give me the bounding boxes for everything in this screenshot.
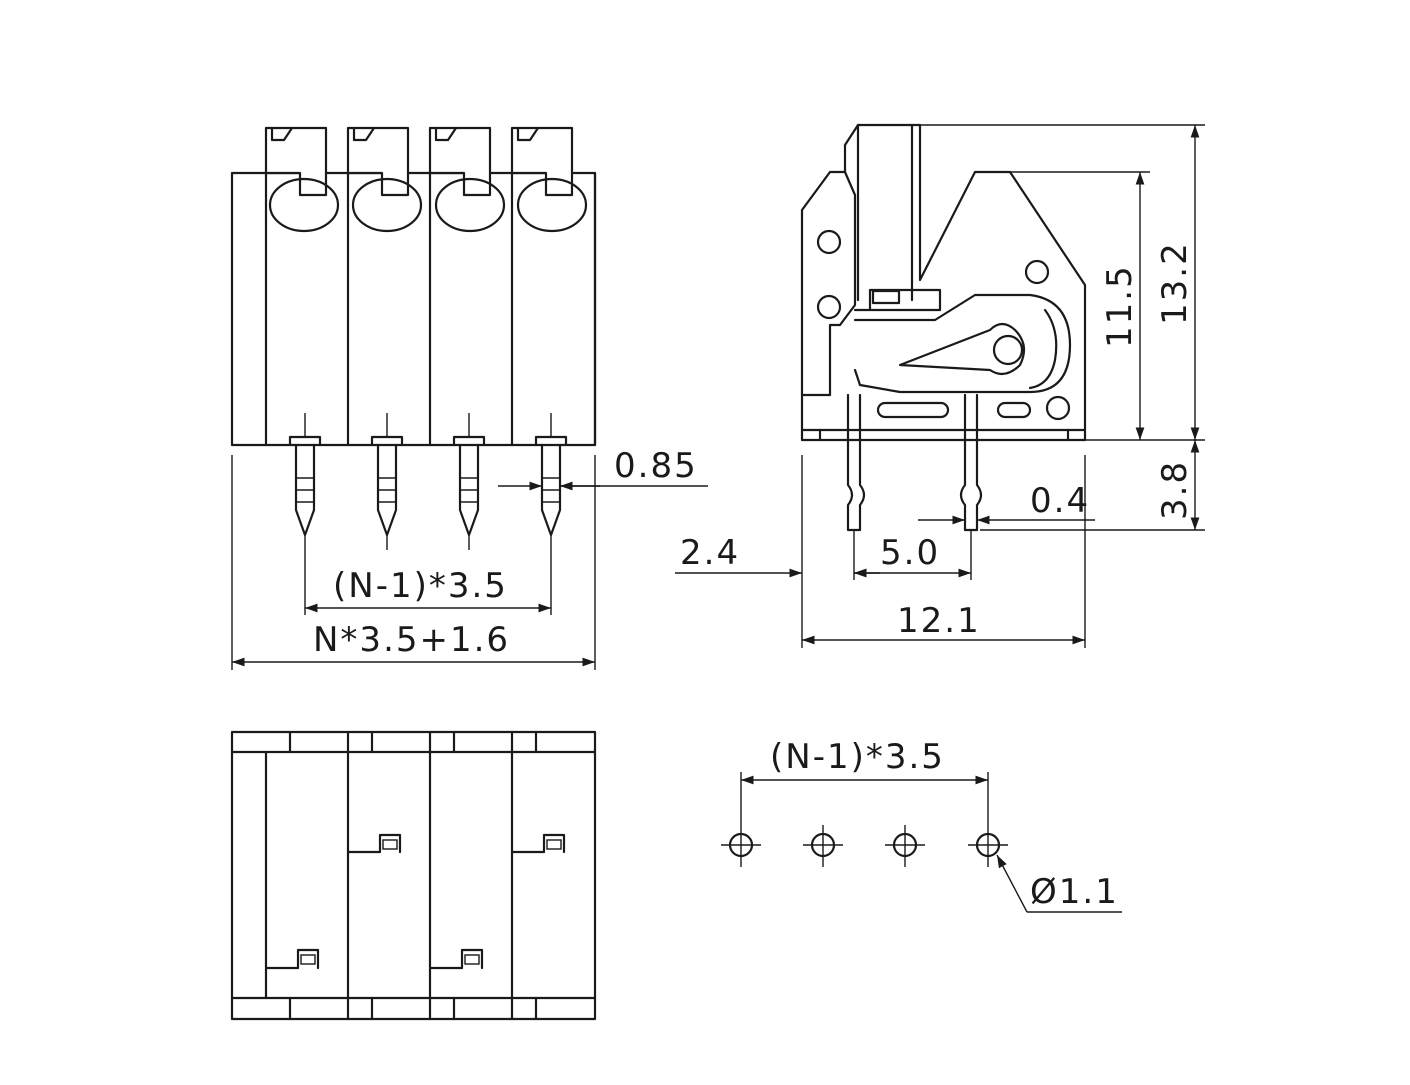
pcb-holes xyxy=(721,825,1008,867)
side-pins xyxy=(846,393,983,580)
pin-length-label: 3.8 xyxy=(1155,460,1195,520)
dim-total-height: 13.2 xyxy=(920,124,1205,441)
hole-diameter-label: Ø1.1 xyxy=(1030,872,1119,912)
overall-width-label: N*3.5+1.6 xyxy=(313,620,510,660)
pcb-layout: (N-1)*3.5 Ø1.1 xyxy=(721,737,1122,913)
front-view: 0.85 (N-1)*3.5 N*3.5+1.6 xyxy=(230,126,708,670)
dim-pin-thickness: 0.4 xyxy=(918,481,1095,525)
dim-depth: 12.1 xyxy=(802,601,1085,645)
dim-front-pitch: (N-1)*3.5 xyxy=(304,550,552,615)
front-offset-label: 2.4 xyxy=(680,533,740,573)
dim-pcb-pitch: (N-1)*3.5 xyxy=(740,737,989,825)
dim-pin-width: 0.85 xyxy=(498,446,708,491)
side-view: 13.2 11.5 3.8 0.4 2.4 5.0 xyxy=(675,123,1205,648)
dim-pin-offsets: 2.4 5.0 xyxy=(675,455,1086,648)
depth-label: 12.1 xyxy=(897,601,981,641)
pin-spacing-label: 5.0 xyxy=(880,533,940,573)
front-pitch-label: (N-1)*3.5 xyxy=(333,566,508,606)
pcb-pitch-label: (N-1)*3.5 xyxy=(770,737,945,777)
pin-width-label: 0.85 xyxy=(614,446,698,486)
pins xyxy=(294,443,562,550)
dim-hole-diameter: Ø1.1 xyxy=(996,854,1122,913)
dim-overall-width: N*3.5+1.6 xyxy=(231,455,596,670)
dim-height: 11.5 xyxy=(975,171,1150,440)
dim-pin-length: 3.8 xyxy=(980,440,1205,531)
pin-thickness-label: 0.4 xyxy=(1030,481,1090,521)
push-buttons xyxy=(264,126,588,233)
total-height-label: 13.2 xyxy=(1155,241,1195,325)
height-label: 11.5 xyxy=(1100,264,1140,348)
bottom-view xyxy=(230,730,597,1021)
